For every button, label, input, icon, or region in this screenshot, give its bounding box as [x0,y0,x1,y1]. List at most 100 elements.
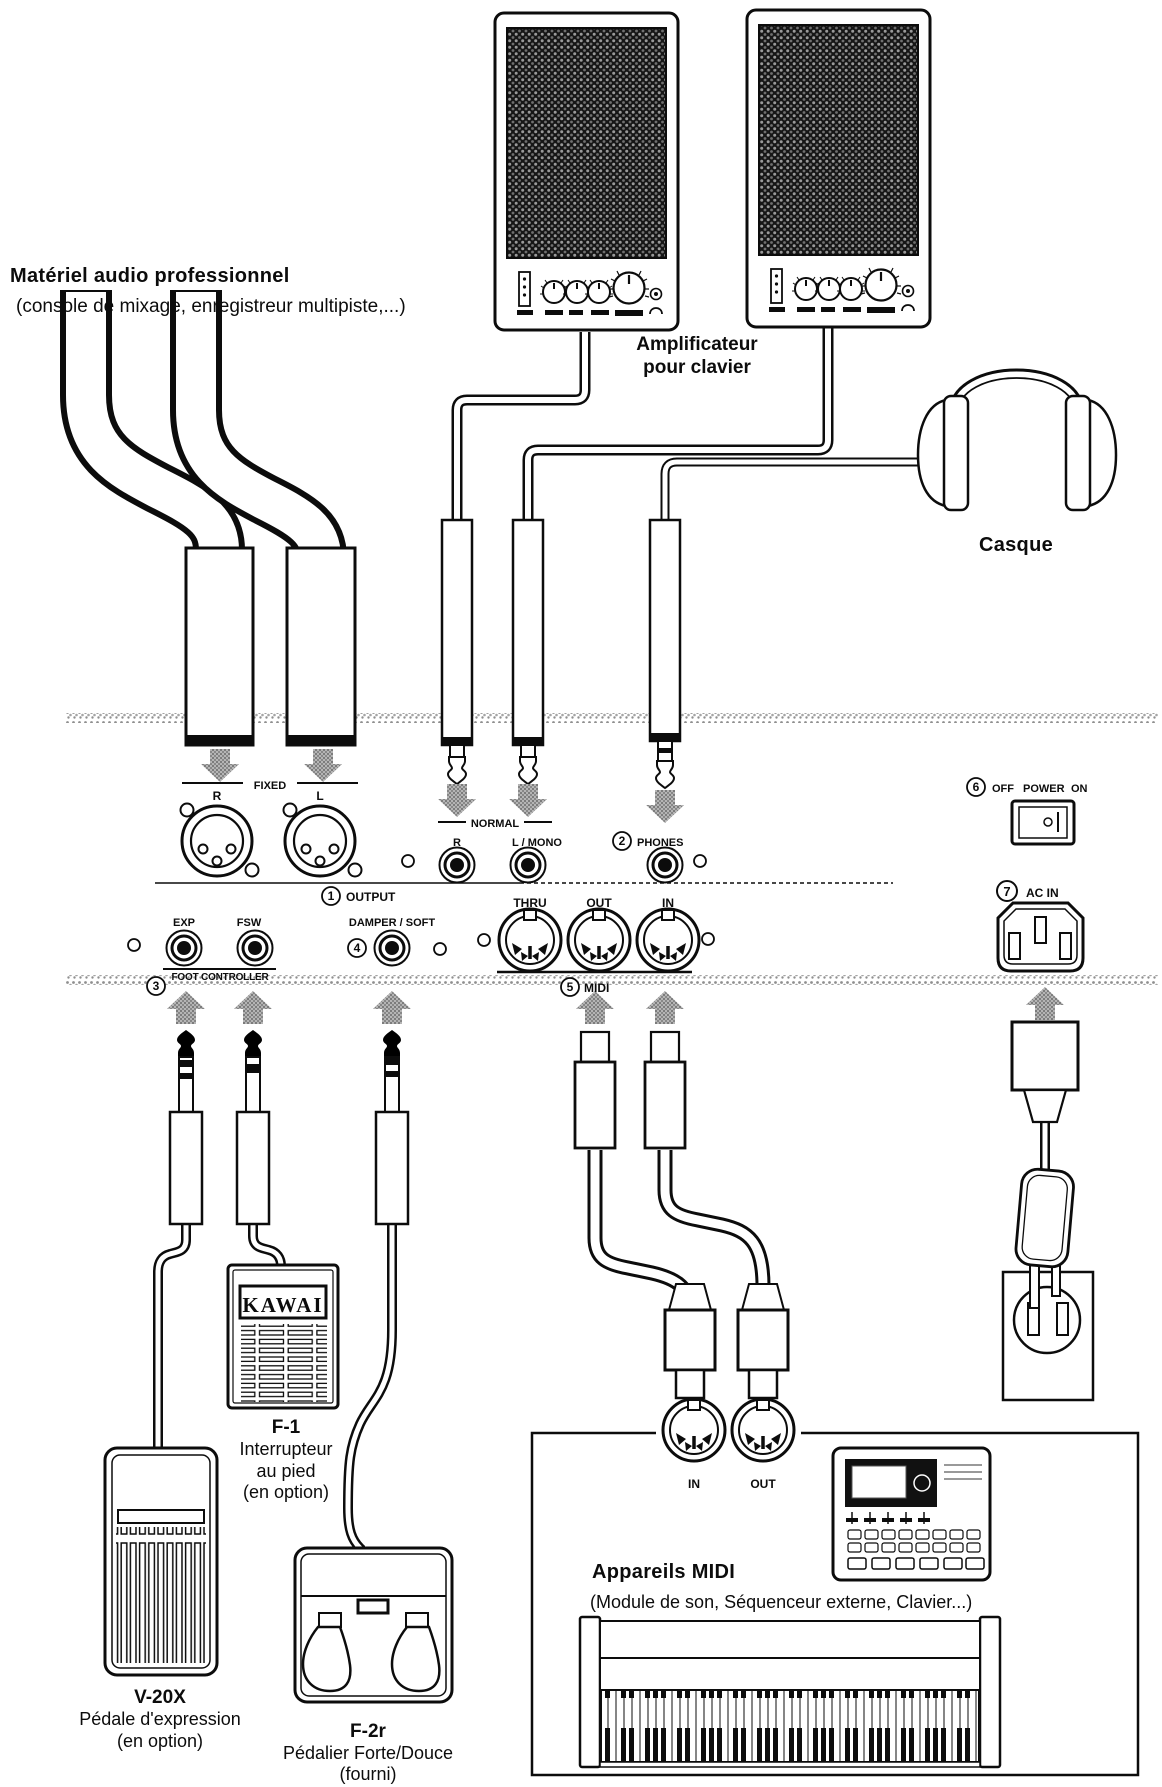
lower-divider [66,975,1158,985]
circled-number-5 [560,977,580,997]
damper-pedal-cable [342,1224,397,1556]
circled-number-2 [612,831,632,851]
jack-plug-phones [648,518,682,789]
headphone-cable [660,457,940,525]
midi-out-connector [566,907,632,973]
speaker-cable-left [451,332,591,525]
v20x-desc: Pédale d'expression [79,1709,241,1729]
f2r-note: (fourni) [339,1764,396,1784]
phones-label: PHONES [637,837,683,849]
fixed-l-label: L [316,789,323,803]
exp-label: EXP [173,917,195,929]
fixed-r-label: R [213,789,222,803]
arrow-up-icon [1026,987,1064,1020]
f2r-name: F-2r [350,1721,387,1742]
circled-number-4 [347,938,367,958]
midi-keyboard [578,1615,1002,1769]
f1-desc1: Interrupteur [239,1439,332,1459]
phones-number: 2 [619,834,626,848]
ac-in-label: AC IN [1026,886,1059,900]
f2r-desc: Pédalier Forte/Douce [283,1743,453,1763]
midi-thru-connector [497,907,563,973]
v20x-note: (en option) [117,1731,203,1751]
arrow-up-icon [576,991,614,1024]
plugs [170,518,1080,1400]
power-label: POWER [1023,783,1065,795]
upper-divider [66,713,1158,723]
ac-in-number: 7 [1003,884,1010,899]
ac-in-socket [996,901,1085,973]
midi-devices-box [530,1431,1140,1777]
arrow-down-icon [509,784,547,817]
foot-controller-label: FOOT CONTROLLER [172,972,270,983]
amplifier-label-line2: pour clavier [643,357,751,378]
midi-in-connector [635,907,701,973]
output-number: 1 [328,889,335,903]
labels: Matériel audio professionnel (console de… [10,265,1088,1784]
v20x-name: V-20X [134,1687,186,1708]
power-on-label: ON [1071,783,1088,795]
arrow-up-icon [167,991,205,1024]
midi-devices-subtitle: (Module de son, Séquenceur externe, Clav… [590,1592,972,1612]
jack-plug-normal-l [511,518,545,785]
f1-note: (en option) [243,1482,329,1502]
midi-label: MIDI [584,981,609,995]
damper-soft-label: DAMPER / SOFT [349,917,435,929]
circled-number-1 [321,886,341,906]
power-off-label: OFF [992,783,1014,795]
midi-plug-up-right [643,1030,687,1150]
foot-controller-number: 3 [153,979,160,993]
bottom-devices [103,1167,1140,1777]
keyboard-amp-speaker-right [747,10,930,327]
keyboard-amp-speaker-left [495,13,678,330]
pedal-left [301,1625,352,1693]
arrow-up-icon [373,991,411,1024]
panel-screws [127,854,715,956]
power-number: 6 [973,780,980,794]
f2r-pedal-unit [293,1546,454,1704]
damper-soft-jack [373,929,411,967]
arrow-up-icon [234,991,272,1024]
amplifier-label-line1: Amplificateur [636,334,758,355]
sound-module [831,1446,992,1582]
midi-thru-label: THRU [513,896,546,910]
xlr-plug-left [184,546,255,747]
phones-jack [646,846,684,884]
midi-plug-down-left [663,1283,717,1400]
output-label: OUTPUT [346,890,396,904]
f1-foot-switch [226,1263,340,1410]
headphones-label: Casque [979,534,1053,556]
fixed-output-r-connector [179,802,260,878]
midi-plug-down-right [736,1283,790,1400]
normal-r-label: R [453,837,461,849]
f1-name: F-1 [272,1417,301,1438]
fixed-output-l-connector [282,802,363,878]
midi-device-in-label: IN [688,1477,700,1491]
rear-panel [127,777,1085,997]
circled-number-6 [966,777,986,797]
arrow-down-icon [304,749,342,782]
midi-devices-title: Appareils MIDI [592,1561,735,1583]
fixed-label: FIXED [254,780,286,792]
normal-l-mono-jack [509,846,547,884]
arrow-down-icon [646,790,684,823]
xlr-plug-right [285,546,357,747]
circled-number-7 [996,880,1018,902]
power-wall-plug [1014,1167,1075,1269]
pro-audio-subtitle: (console de mixage, enregistreur multipi… [16,296,406,317]
midi-device-out-connector [730,1397,796,1463]
midi-device-out-label: OUT [750,1477,776,1491]
arrow-down-icon [201,749,239,782]
f1-desc2: au pied [256,1461,315,1481]
kawai-logo: KAWAI [242,1293,323,1317]
midi-in-label: IN [662,896,674,910]
midi-out-label: OUT [586,896,612,910]
power-switch [1010,799,1076,846]
fsw-plug [237,1030,269,1224]
arrow-down-icon [438,784,476,817]
wall-outlet [1001,1257,1095,1402]
normal-label: NORMAL [471,818,520,830]
fsw-label: FSW [237,917,262,929]
